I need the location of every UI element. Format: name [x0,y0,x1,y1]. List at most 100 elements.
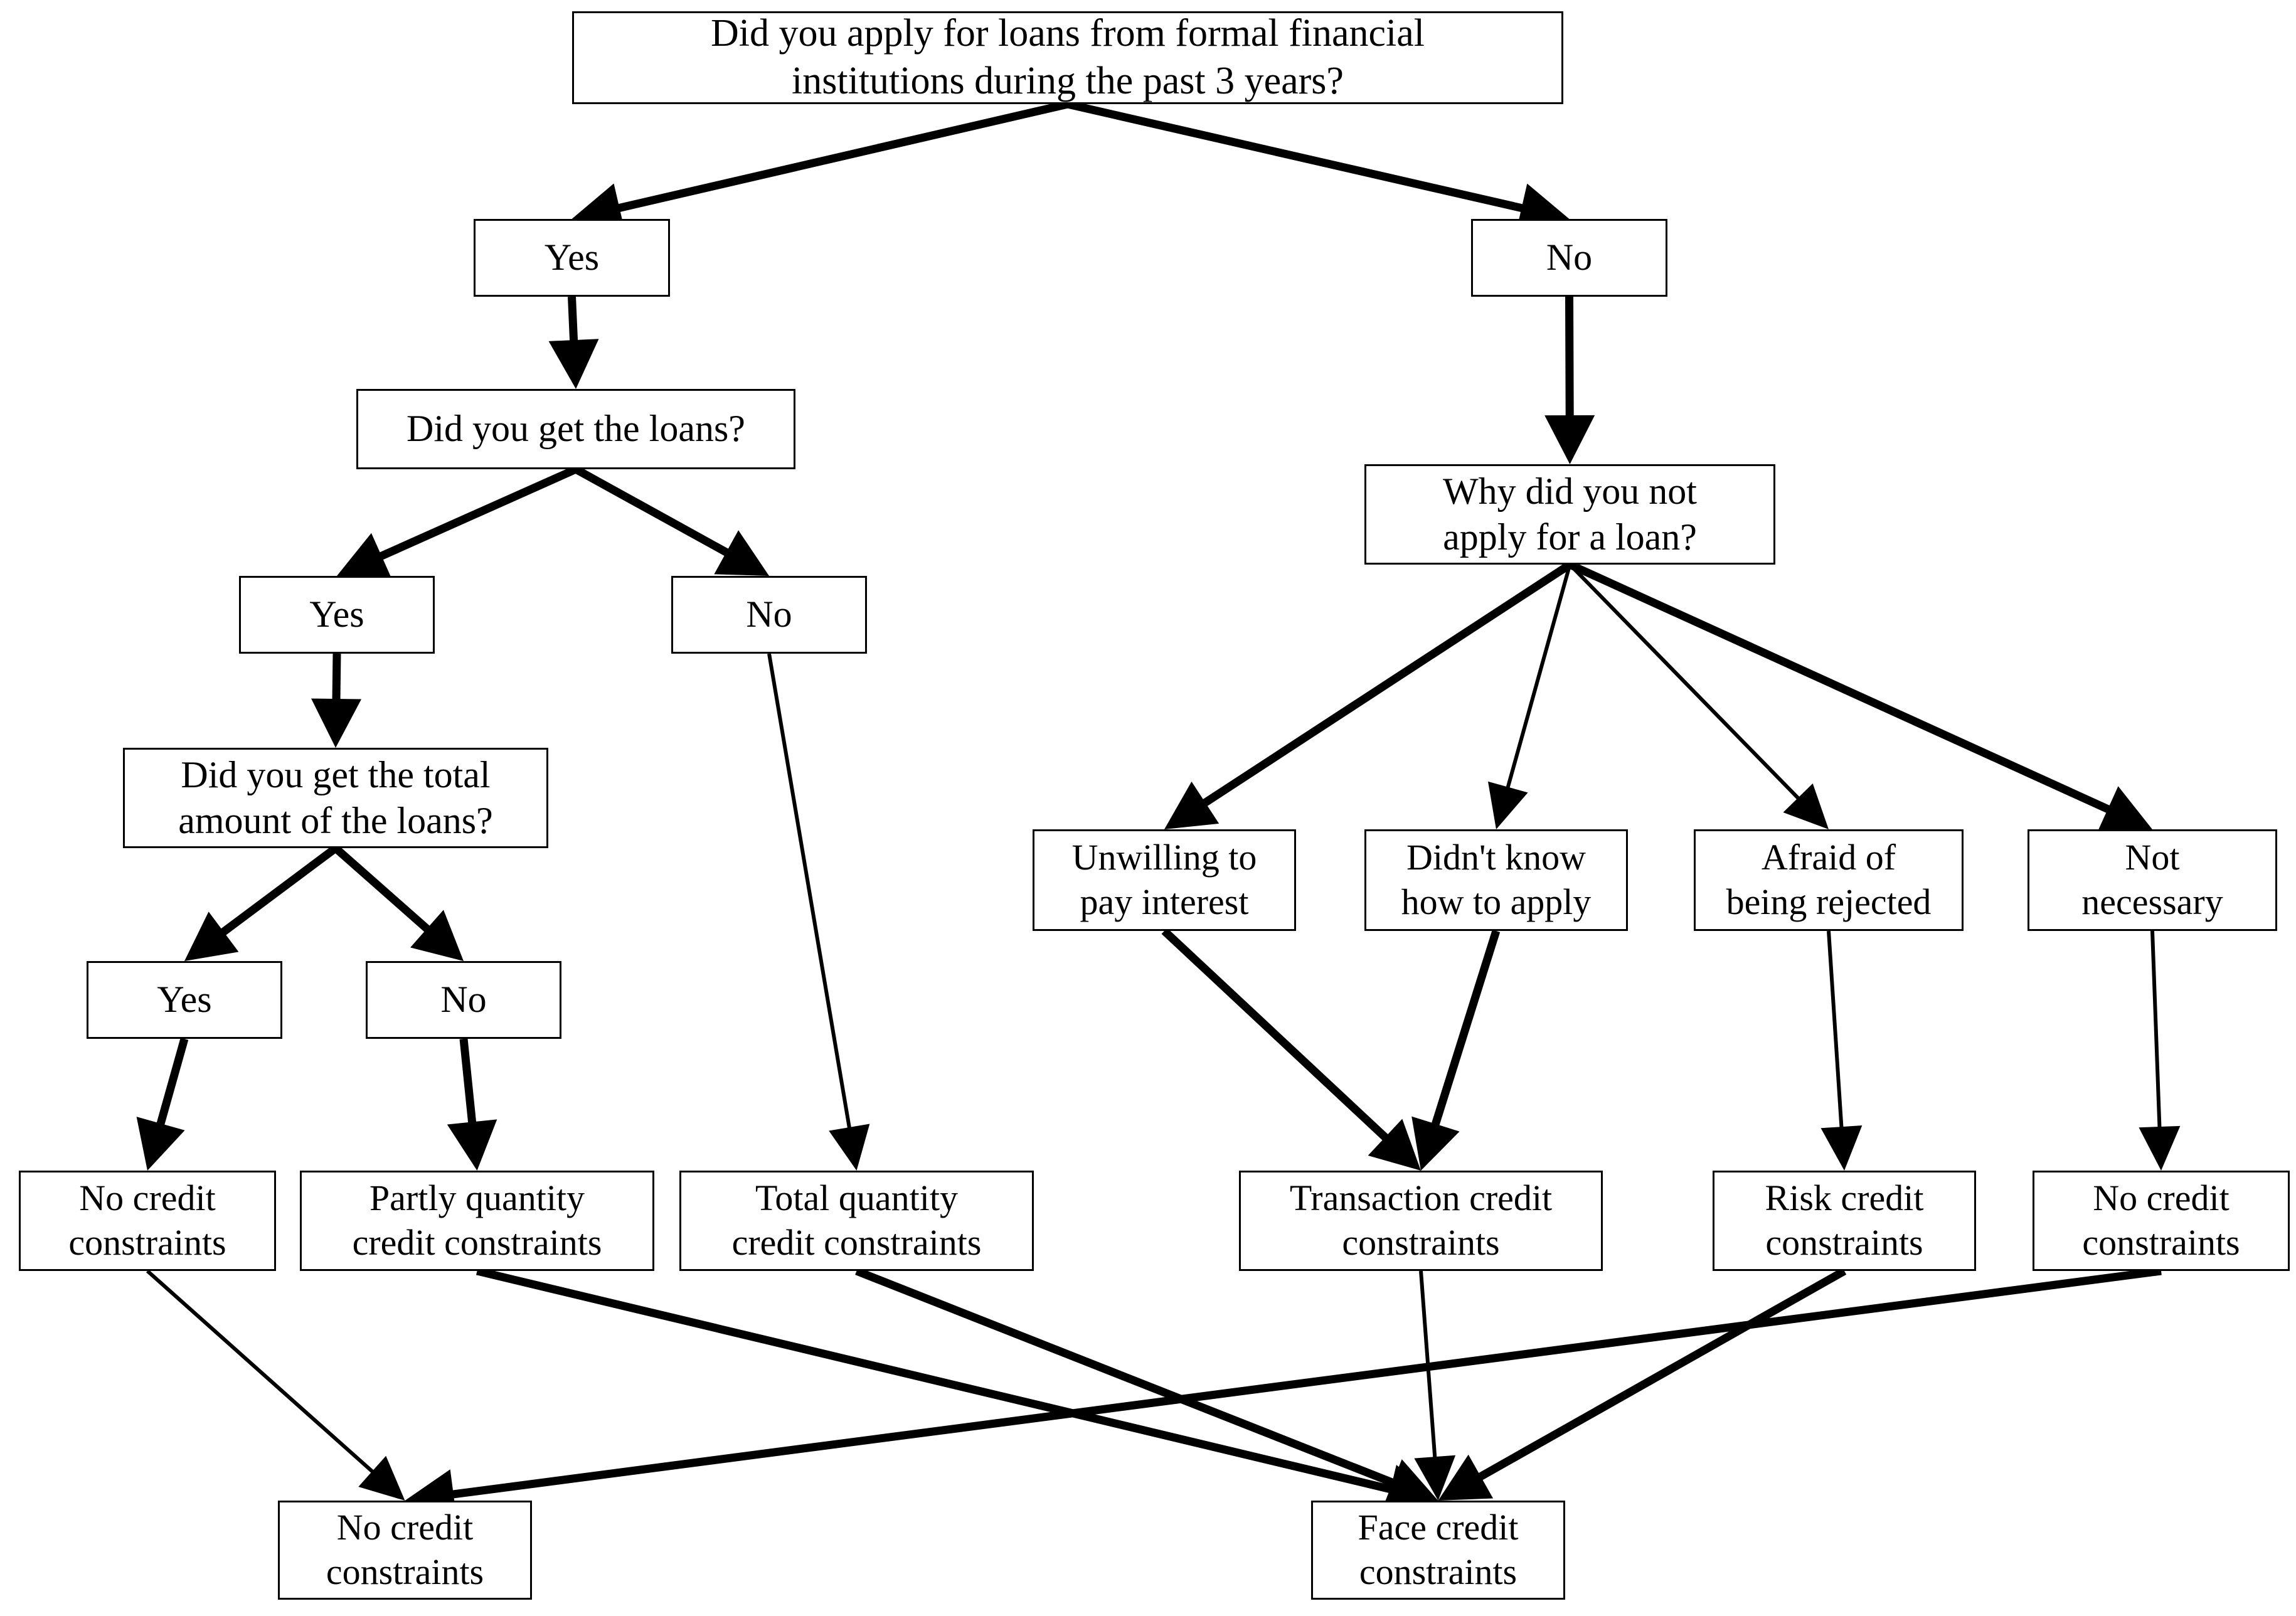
node-o_risk[interactable]: Risk credit constraints [1713,1171,1976,1271]
node-no2[interactable]: No [671,576,867,654]
edge-line [568,296,578,348]
node-label: Didn't know how to apply [1401,837,1592,922]
edge-o_trans-to-f_face [1414,1270,1456,1501]
edge-line [1568,561,2117,816]
arrowhead-icon [548,339,599,389]
node-label: Face credit constraints [1358,1507,1519,1592]
edge-line [1827,930,1844,1135]
node-label: No [1546,237,1593,279]
node-r_howto[interactable]: Didn't know how to apply [1364,829,1628,931]
node-label: Did you get the total amount of the loan… [178,753,493,841]
node-label: No credit constraints [2082,1177,2240,1263]
edge-line [855,1267,1401,1489]
edge-q_get-to-no2 [573,465,769,576]
edge-root-to-no1 [1066,100,1570,233]
node-label: Yes [157,979,212,1021]
node-label: Yes [309,593,364,635]
edge-line [611,100,1069,214]
edge-q_why-to-r_rejected [1568,563,1829,829]
edge-line [573,465,735,560]
arrowhead-icon [2139,1125,2181,1171]
edge-r_interest-to-o_trans [1161,928,1421,1171]
edge-no3-to-o_partly [447,1038,497,1171]
node-f_none[interactable]: No credit constraints [278,1501,532,1600]
node-label: No [746,593,792,635]
node-no1[interactable]: No [1471,219,1667,297]
node-r_notneeded[interactable]: Not necessary [2028,829,2277,931]
arrowhead-icon [1544,415,1595,464]
node-q_why[interactable]: Why did you not apply for a loan? [1364,464,1775,565]
node-o_none_b[interactable]: No credit constraints [2033,1171,2290,1271]
node-label: Did you apply for loans from formal fina… [710,12,1425,102]
edge-root-to-yes1 [571,100,1069,233]
edge-q_total-to-yes3 [184,844,338,961]
node-label: Afraid of being rejected [1726,837,1932,922]
edge-q_why-to-r_howto [1487,564,1572,829]
arrowhead-icon [1164,781,1220,829]
edge-line [476,1267,1399,1495]
edge-line [215,844,338,940]
node-no3[interactable]: No [366,961,561,1039]
node-label: Total quantity credit constraints [731,1177,982,1263]
edge-q_total-to-no3 [332,845,464,961]
node-label: Did you get the loans? [407,408,745,450]
edge-q_why-to-r_interest [1164,561,1573,829]
node-yes1[interactable]: Yes [474,219,670,297]
arrowhead-icon [1414,1455,1456,1501]
arrowhead-icon [1783,783,1829,829]
node-label: Not necessary [2081,837,2223,922]
edge-line [1419,1270,1438,1465]
edge-no2-to-o_total [767,653,870,1171]
edge-line [332,845,435,937]
node-o_none_a[interactable]: No credit constraints [19,1171,276,1271]
edge-o_partly-to-f_face [476,1267,1438,1514]
edge-line [459,1038,477,1130]
edge-q_why-to-r_notneeded [1568,561,2152,832]
node-o_trans[interactable]: Transaction credit constraints [1239,1171,1603,1271]
edge-yes3-to-o_none_a [136,1038,189,1171]
edge-yes2-to-q_total [311,653,362,748]
arrowhead-icon [1438,1454,1494,1501]
edge-o_none_b-to-f_none [405,1267,2162,1519]
edge-o_risk-to-f_face [1438,1267,1847,1501]
arrowhead-icon [829,1124,870,1171]
edge-line [1196,561,1573,811]
node-f_face[interactable]: Face credit constraints [1311,1501,1565,1600]
node-q_total[interactable]: Did you get the total amount of the loan… [123,748,548,848]
node-o_total[interactable]: Total quantity credit constraints [679,1171,1034,1271]
edge-line [373,465,578,563]
node-yes2[interactable]: Yes [239,576,435,654]
arrowhead-icon [184,912,239,961]
edge-line [1472,1267,1847,1484]
edge-line [1066,100,1530,214]
node-label: Partly quantity credit constraints [352,1177,602,1263]
arrowhead-icon [1411,1116,1460,1171]
edge-line [1504,564,1572,795]
edge-line [1568,563,1805,805]
node-o_partly[interactable]: Partly quantity credit constraints [300,1171,654,1271]
edge-line [1161,928,1394,1146]
edge-line [146,1269,380,1478]
edge-line [767,653,853,1135]
node-r_rejected[interactable]: Afraid of being rejected [1694,829,1964,931]
edge-o_none_a-to-f_none [146,1269,405,1501]
arrowhead-icon [714,530,769,576]
arrowhead-icon [410,910,464,961]
node-label: Why did you not apply for a loan? [1443,470,1697,558]
node-label: Unwilling to pay interest [1071,837,1257,922]
node-root[interactable]: Did you apply for loans from formal fina… [572,11,1563,104]
edge-line [332,653,341,707]
node-q_get[interactable]: Did you get the loans? [356,389,795,469]
arrowhead-icon [447,1119,497,1171]
edge-line [154,1038,189,1132]
edge-yes1-to-q_get [548,296,599,389]
node-r_interest[interactable]: Unwilling to pay interest [1033,829,1296,931]
edge-line [2150,930,2162,1135]
node-yes3[interactable]: Yes [87,961,282,1039]
edge-no1-to-q_why [1544,296,1595,464]
node-label: Yes [544,237,600,279]
node-label: No credit constraints [326,1507,484,1592]
node-label: Risk credit constraints [1765,1177,1924,1263]
arrowhead-icon [136,1117,185,1171]
arrowhead-icon [337,533,392,579]
